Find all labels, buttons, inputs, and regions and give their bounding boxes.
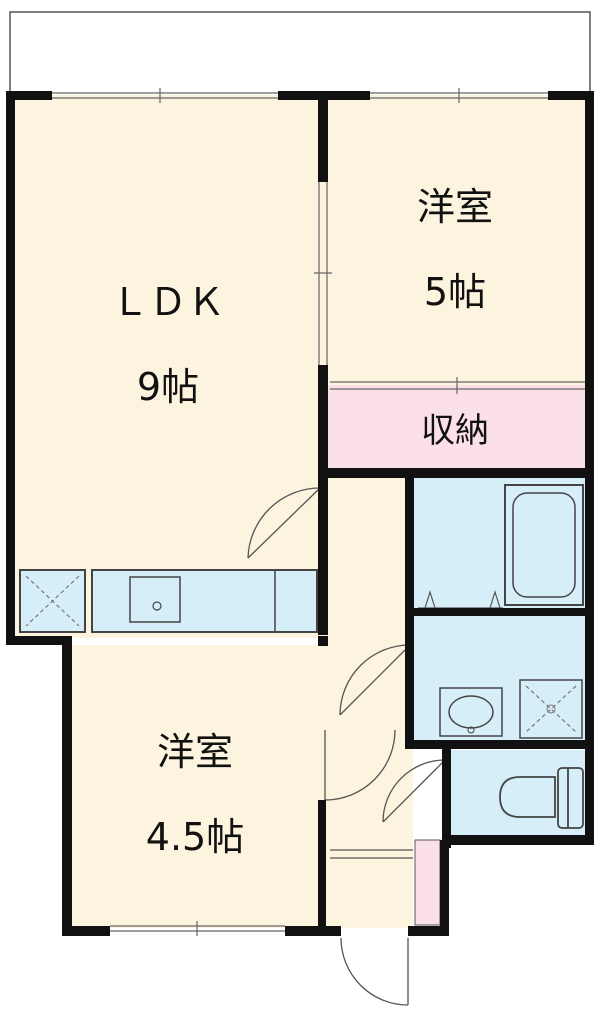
storage-floor — [323, 385, 588, 470]
bathtub-icon — [418, 484, 584, 609]
windows — [52, 88, 548, 936]
door-swings — [247, 487, 446, 1006]
west-room-bottom-floor — [68, 645, 323, 928]
toilet-floor — [448, 750, 588, 835]
walls — [6, 91, 594, 936]
west-room-bottom-size: 4.5帖 — [146, 815, 244, 859]
sliding-doors — [314, 182, 585, 394]
washroom-floor — [413, 613, 588, 745]
ldk-floor — [10, 95, 323, 638]
ldk-room-size: 9帖 — [137, 365, 199, 409]
entrance-shoe-cabinet — [414, 839, 441, 926]
ldk-room-name: ＬＤＫ — [111, 280, 225, 324]
washbasin-icon — [439, 687, 503, 737]
storage-label: 収納 — [421, 411, 489, 451]
west-room-top-floor — [323, 95, 588, 385]
kitchen-counter — [19, 569, 318, 633]
laundry-pan-icon — [519, 679, 583, 739]
west-room-bottom-name: 洋室 — [157, 730, 233, 774]
hallway-floor — [323, 478, 413, 928]
balcony — [9, 11, 591, 95]
west-room-top-name: 洋室 — [417, 185, 493, 229]
kitchen-sink-icon — [129, 576, 181, 623]
west-room-top-size: 5帖 — [424, 270, 486, 314]
toilet-icon — [499, 767, 584, 829]
bathroom-floor — [413, 478, 588, 613]
